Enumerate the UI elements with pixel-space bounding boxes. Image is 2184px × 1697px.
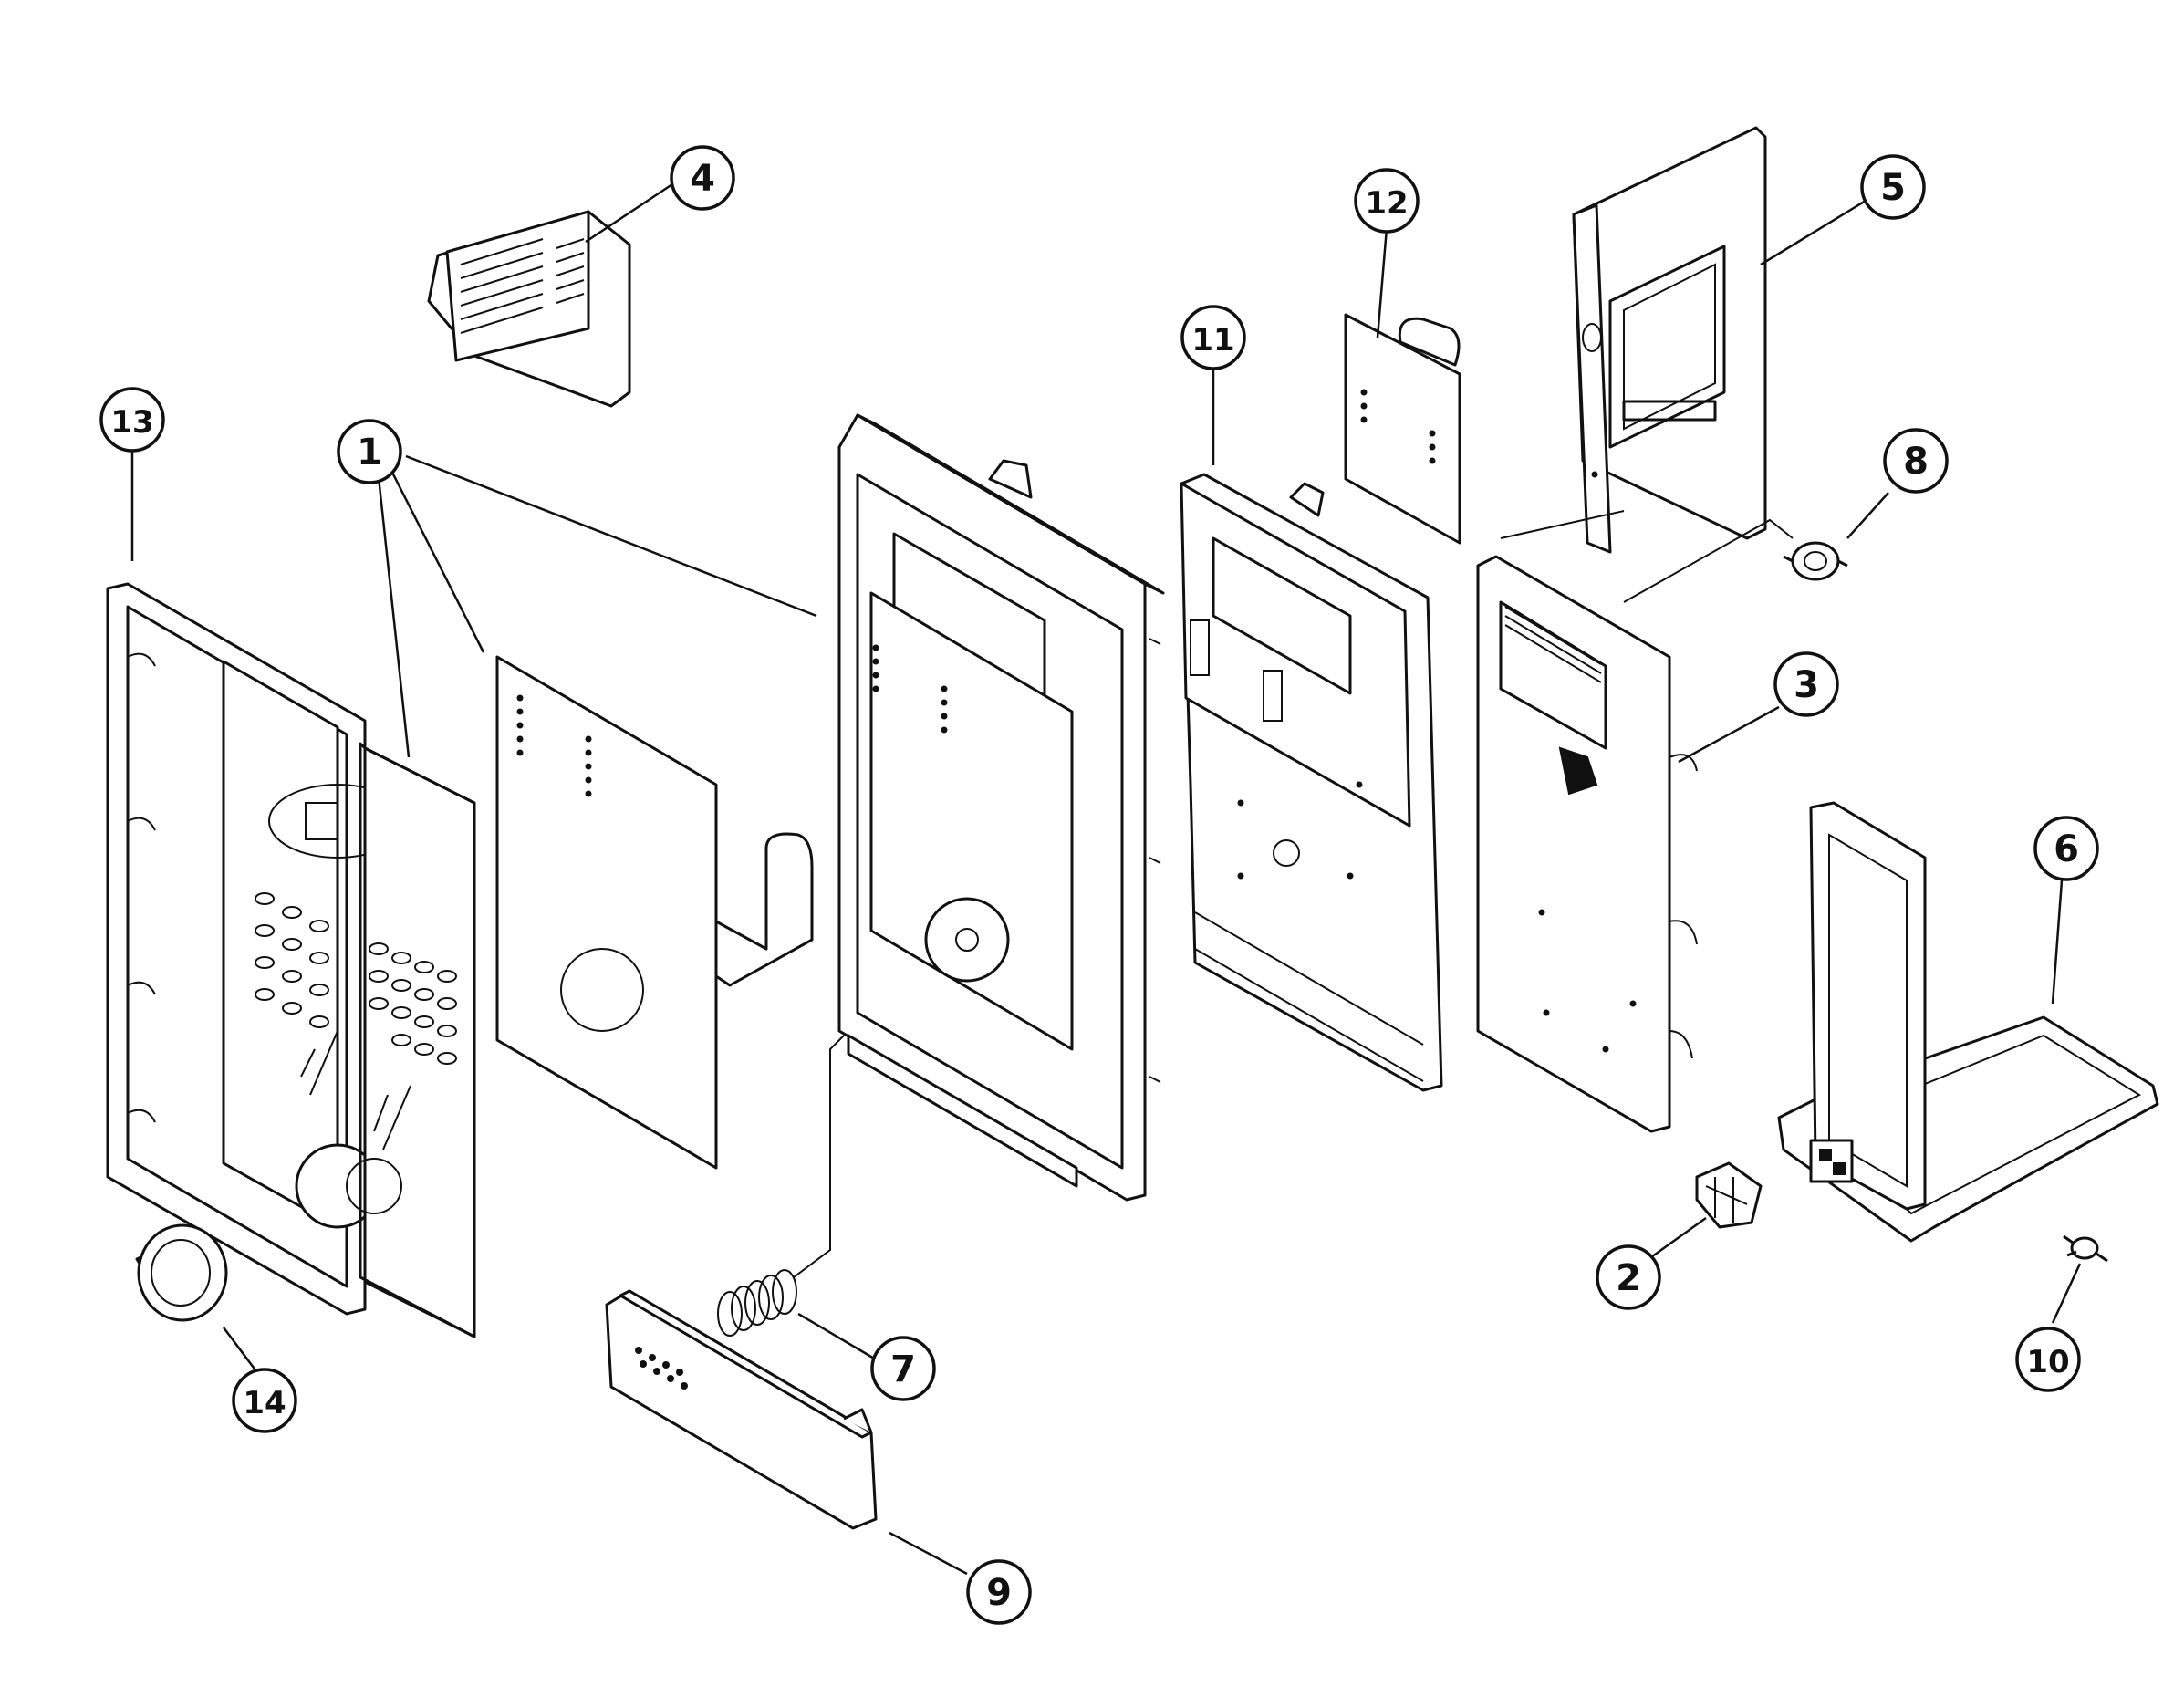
callout-13: 13 [99, 387, 165, 453]
callout-10: 10 [2015, 1327, 2081, 1392]
callout-6: 6 [2033, 816, 2099, 881]
door-handle [605, 1289, 878, 1530]
vent-grille [427, 210, 631, 408]
svg-text:1: 1 [357, 432, 382, 474]
callout-14: 14 [232, 1368, 297, 1433]
svg-text:10: 10 [2026, 1344, 2069, 1380]
callout-4: 4 [670, 145, 735, 211]
callout-3: 3 [1773, 651, 1839, 717]
thermal-fuse [2063, 1234, 2108, 1263]
front-frame [106, 582, 407, 1316]
small-switch [1695, 1161, 1763, 1229]
door-panel [837, 413, 1165, 1202]
svg-text:2: 2 [1616, 1257, 1641, 1299]
leader-lines [130, 181, 2082, 1576]
callout-9: 9 [966, 1559, 1032, 1625]
control-board [1476, 555, 1698, 1133]
spring [717, 1035, 845, 1337]
svg-text:8: 8 [1903, 441, 1929, 483]
svg-text:9: 9 [986, 1572, 1012, 1614]
svg-text:11: 11 [1191, 322, 1234, 359]
svg-text:6: 6 [2054, 828, 2079, 870]
callout-11: 11 [1180, 305, 1246, 370]
svg-text:3: 3 [1794, 664, 1819, 706]
svg-text:4: 4 [690, 158, 715, 200]
inner-panel [1180, 473, 1443, 1092]
callout-12: 12 [1354, 168, 1420, 234]
circuit-card [1344, 313, 1461, 545]
callout-7: 7 [870, 1336, 936, 1401]
svg-text:12: 12 [1365, 185, 1408, 222]
svg-text:5: 5 [1880, 167, 1906, 209]
overlay-sheets [346, 655, 814, 1338]
callout-5: 5 [1860, 154, 1926, 220]
svg-text:13: 13 [110, 404, 153, 441]
callout-2: 2 [1596, 1244, 1661, 1310]
callout-1: 1 [337, 419, 402, 484]
thermostat [1500, 510, 1848, 603]
svg-text:7: 7 [890, 1348, 916, 1390]
svg-text:14: 14 [243, 1385, 286, 1421]
mounting-bracket [1572, 126, 1767, 554]
knob [135, 1223, 228, 1322]
callout-8: 8 [1883, 428, 1949, 494]
base-frame [1777, 801, 2159, 1243]
